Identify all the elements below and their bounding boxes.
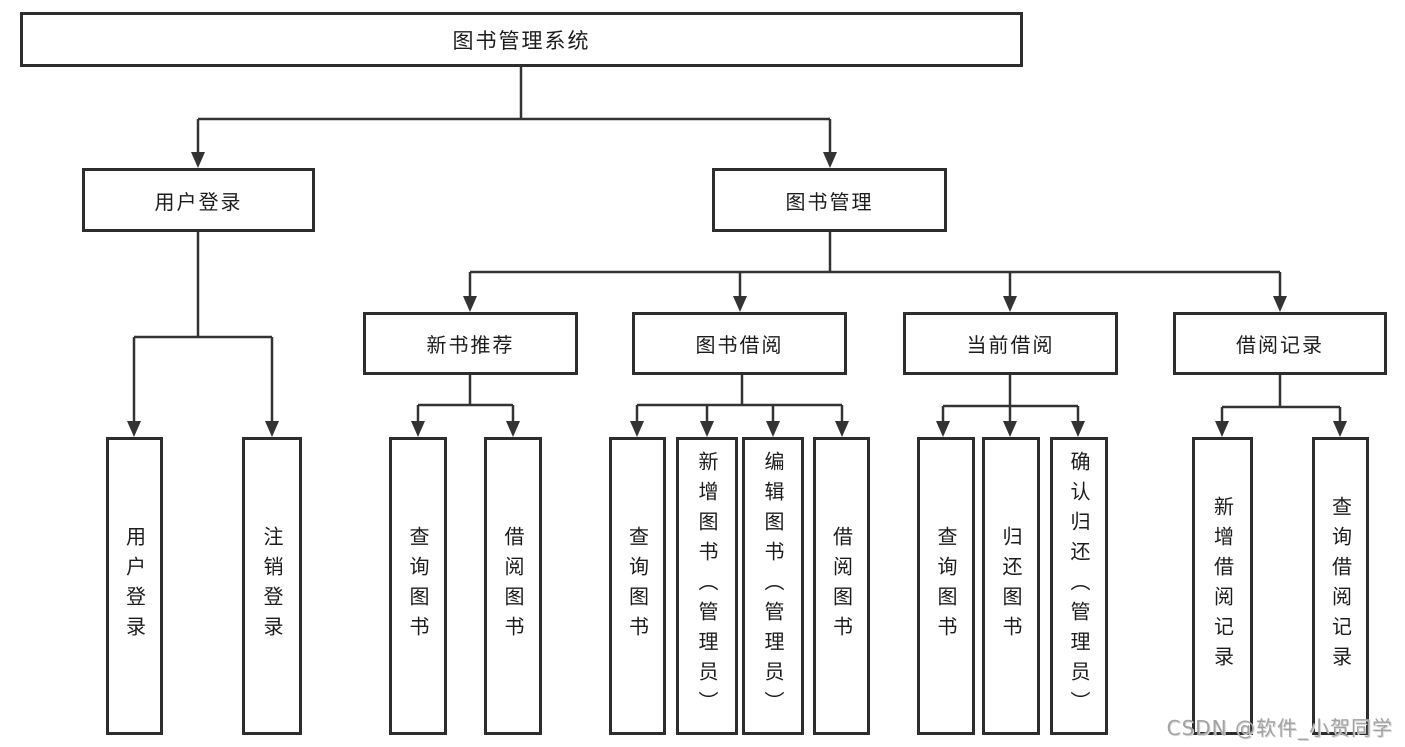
node-root-label: 图书管理系统	[452, 28, 591, 53]
leaf-add-books-admin: 新增图书（管理员）	[676, 437, 738, 735]
leaf-return-books: 归还图书	[982, 437, 1040, 735]
connector-user-login	[132, 232, 274, 421]
connector-borrowing-records	[1220, 375, 1342, 421]
leaf-query-borrow-record: 查询借阅记录	[1312, 437, 1369, 735]
leaf-user-login-label: 用户登录	[122, 526, 147, 646]
leaf-add-borrow-record-label: 新增借阅记录	[1210, 496, 1235, 676]
leaf-borrowing-query-books: 查询图书	[609, 437, 666, 735]
arrow-icon	[1003, 296, 1017, 312]
arrow-icon	[630, 421, 644, 437]
node-new-book-recommend-label: 新书推荐	[426, 333, 515, 357]
arrow-icon	[1273, 296, 1287, 312]
leaf-current-query-books: 查询图书	[917, 437, 975, 735]
node-current-borrowing-label: 当前借阅	[966, 333, 1055, 357]
leaf-logout: 注销登录	[242, 437, 302, 735]
arrow-icon	[1071, 421, 1085, 437]
connector-new-book-recommend	[416, 375, 515, 421]
leaf-edit-books-admin-label: 编辑图书（管理员）	[761, 451, 785, 721]
arrow-icon	[766, 421, 780, 437]
node-book-borrowing: 图书借阅	[632, 312, 847, 375]
node-book-borrowing-label: 图书借阅	[695, 333, 784, 357]
connector-current-borrowing	[941, 375, 1080, 421]
leaf-user-login: 用户登录	[106, 437, 163, 735]
arrow-icon	[733, 296, 747, 312]
arrow-icon	[1333, 421, 1347, 437]
leaf-recommend-borrow-books: 借阅图书	[484, 437, 542, 735]
arrow-icon	[506, 421, 520, 437]
arrow-icon	[835, 421, 849, 437]
leaf-borrowing-borrow-books-label: 借阅图书	[829, 526, 854, 646]
arrow-icon	[411, 421, 425, 437]
arrow-icon	[191, 152, 205, 168]
arrow-icon	[265, 421, 279, 437]
leaf-recommend-borrow-books-label: 借阅图书	[501, 526, 525, 646]
node-book-management-label: 图书管理	[785, 189, 874, 214]
leaf-borrowing-query-books-label: 查询图书	[625, 526, 650, 646]
arrow-icon	[936, 421, 950, 437]
leaf-borrowing-borrow-books: 借阅图书	[813, 437, 870, 735]
node-user-login-label: 用户登录	[154, 189, 243, 214]
leaf-add-borrow-record: 新增借阅记录	[1192, 437, 1253, 735]
connector-book-borrowing	[635, 375, 844, 421]
node-borrowing-records: 借阅记录	[1173, 312, 1387, 375]
leaf-query-borrow-record-label: 查询借阅记录	[1328, 496, 1353, 676]
node-current-borrowing: 当前借阅	[903, 312, 1118, 375]
node-new-book-recommend: 新书推荐	[363, 312, 578, 375]
leaf-return-books-label: 归还图书	[999, 526, 1023, 646]
connector-book-management	[468, 232, 1282, 296]
arrow-icon	[127, 421, 141, 437]
leaf-logout-label: 注销登录	[260, 526, 284, 646]
leaf-confirm-return-admin: 确认归还（管理员）	[1050, 437, 1108, 735]
node-book-management: 图书管理	[712, 168, 947, 232]
node-root: 图书管理系统	[20, 12, 1023, 67]
connector-root-to-level2	[196, 67, 832, 152]
leaf-confirm-return-admin-label: 确认归还（管理员）	[1067, 451, 1091, 721]
leaf-add-books-admin-label: 新增图书（管理员）	[695, 451, 719, 721]
leaf-edit-books-admin: 编辑图书（管理员）	[742, 437, 804, 735]
watermark: CSDN @软件_小贺同学	[1166, 716, 1393, 740]
arrow-icon	[1215, 421, 1229, 437]
leaf-current-query-books-label: 查询图书	[934, 526, 958, 646]
arrow-icon	[823, 152, 837, 168]
arrow-icon	[700, 421, 714, 437]
leaf-recommend-query-books: 查询图书	[389, 437, 447, 735]
node-borrowing-records-label: 借阅记录	[1236, 333, 1324, 357]
arrow-icon	[463, 296, 477, 312]
node-user-login: 用户登录	[82, 168, 315, 232]
arrow-icon	[1003, 421, 1017, 437]
leaf-recommend-query-books-label: 查询图书	[406, 526, 430, 646]
